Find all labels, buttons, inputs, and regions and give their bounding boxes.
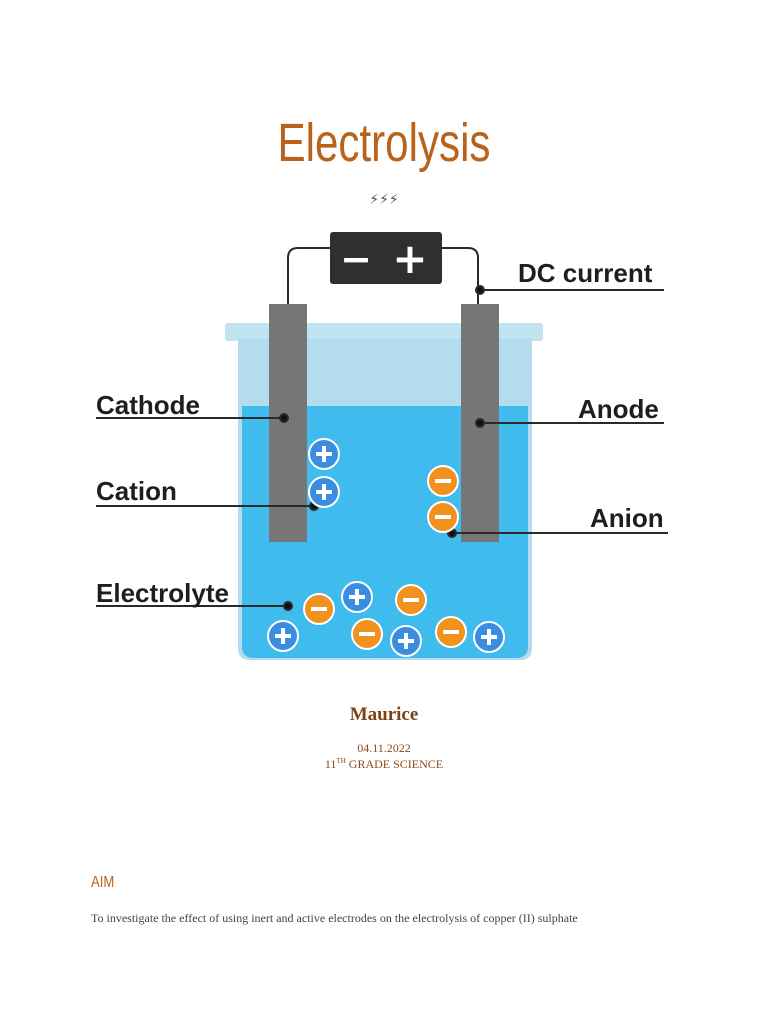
aim-heading: AIM <box>91 874 115 891</box>
cation-ion-icon <box>267 620 299 652</box>
circuit-wire <box>287 247 479 304</box>
anion-label: Anion <box>590 503 664 533</box>
cation-ions <box>267 438 505 657</box>
dc-current-label: DC current <box>518 258 653 288</box>
cathode-label: Cathode <box>96 390 200 420</box>
cathode-electrode <box>269 304 307 542</box>
grade-number: 11 <box>324 757 337 771</box>
cation-ion-icon <box>390 625 422 657</box>
document-date: 04.11.2022 <box>357 741 411 755</box>
anion-ions <box>303 465 467 650</box>
cation-ion-icon <box>341 581 373 613</box>
cation-ion-icon <box>308 438 340 470</box>
cation-ion-icon <box>473 621 505 653</box>
lightning-decoration-icon: ⚡⚡⚡ <box>369 192 399 208</box>
aim-text: To investigate the effect of using inert… <box>91 911 578 925</box>
anode-label: Anode <box>578 394 659 424</box>
battery-minus-icon: − <box>340 237 372 281</box>
document-title: Electrolysis <box>277 113 491 173</box>
grade-text: GRADE SCIENCE <box>348 757 444 771</box>
battery-plus-icon: + <box>392 234 427 283</box>
anion-ion-icon <box>435 616 467 648</box>
anion-ion-icon <box>427 465 459 497</box>
anion-ion-icon <box>427 501 459 533</box>
cation-label: Cation <box>96 476 177 506</box>
electrolysis-diagram: − + DC current Cathode Anode Cation Anio… <box>96 232 668 660</box>
electrolyte-label: Electrolyte <box>96 578 229 608</box>
author-name: Maurice <box>349 704 419 725</box>
cation-ion-icon <box>308 476 340 508</box>
grade-suffix: TH <box>336 757 346 765</box>
label-leaders <box>96 285 668 611</box>
grade-line: 11TH GRADE SCIENCE <box>0 757 768 772</box>
anion-ion-icon <box>395 584 427 616</box>
anion-ion-icon <box>351 618 383 650</box>
anion-ion-icon <box>303 593 335 625</box>
battery: − + <box>330 232 442 284</box>
